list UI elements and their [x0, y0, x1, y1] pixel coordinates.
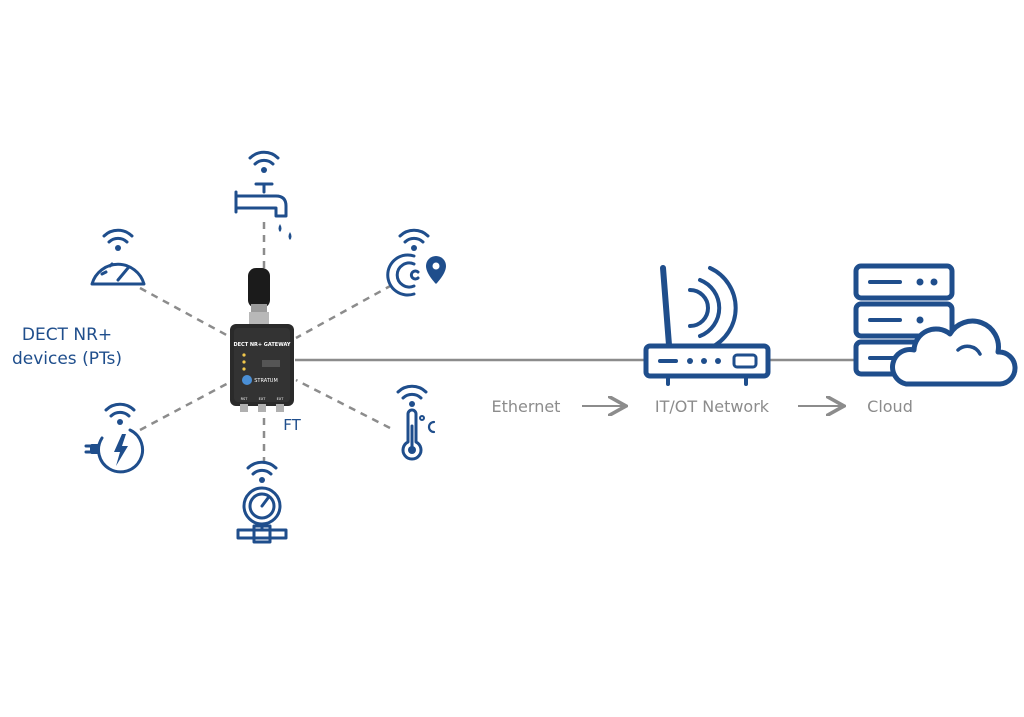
router-icon [643, 265, 771, 386]
pt-label-line2: devices (PTs) [12, 349, 122, 369]
gateway-device: DECT NR+ GATEWAY STRATUM RST EXT EXT [230, 268, 294, 412]
network-label: IT/OT Network [655, 397, 770, 416]
gateway-brand: STRATUM [254, 378, 278, 384]
gateway-title: DECT NR+ GATEWAY [233, 342, 290, 348]
gateway-port-label-2: EXT [259, 397, 267, 401]
pressure-gauge-icon [236, 460, 288, 544]
gateway-port-label-1: RST [241, 397, 249, 401]
cloud-label: Cloud [867, 397, 913, 416]
water-tap-icon [234, 150, 292, 240]
pt-label-line1: DECT NR+ [22, 325, 112, 345]
server-cloud-icon [853, 263, 1018, 387]
wireless-links [139, 222, 393, 462]
ft-label: FT [283, 416, 301, 434]
gauge-icon [90, 228, 146, 286]
location-sensor-icon [386, 228, 446, 297]
ethernet-label: Ethernet [492, 397, 561, 416]
thermometer-icon [396, 384, 436, 461]
gateway-port-label-3: EXT [277, 397, 285, 401]
power-plug-icon [84, 402, 144, 474]
